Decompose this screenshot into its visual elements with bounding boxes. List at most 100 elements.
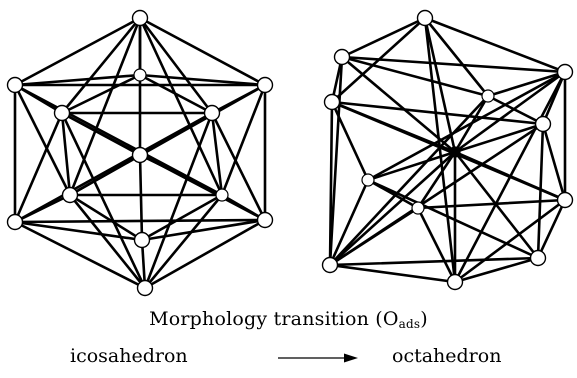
icosahedron-edge [13, 16, 142, 87]
icosahedron-atom [215, 188, 229, 202]
octahedron-edge [366, 178, 540, 260]
icosahedron-edge [140, 218, 267, 242]
icosahedron-atom [6, 76, 24, 94]
octahedron-edge [330, 100, 567, 202]
octahedron-edge [536, 198, 567, 260]
icosahedron-edge [138, 16, 214, 115]
icosahedron-edge [138, 73, 214, 115]
octahedron-atom [534, 115, 552, 133]
icosahedron-edge [60, 111, 142, 157]
icosahedron-edge [138, 16, 224, 197]
caption-suffix: ) [420, 308, 428, 330]
icosahedron-edge [13, 73, 142, 87]
octahedron-edge [340, 16, 427, 59]
icosahedron-edge [13, 83, 72, 197]
icosahedron-atom [133, 68, 147, 82]
octahedron-atom [556, 63, 574, 81]
icosahedron-atom [256, 211, 274, 229]
octahedron-atom [446, 273, 464, 291]
octahedron-atom [556, 191, 574, 209]
icosahedron-edge [220, 83, 267, 197]
octahedron-edge [486, 94, 545, 126]
octahedron-atom [449, 146, 461, 158]
icosahedron-edge [68, 193, 147, 290]
octahedron-edge [453, 70, 567, 284]
octahedron-edge [453, 256, 540, 284]
octahedron-atom [321, 256, 339, 274]
octahedron-edge [416, 150, 457, 210]
icosahedron-atom [256, 76, 274, 94]
octahedron-edge [486, 70, 567, 98]
octahedron-edge [423, 16, 457, 154]
octahedron-edge [328, 100, 334, 267]
icosahedron-edge [143, 111, 214, 290]
icosahedron-atom [6, 213, 24, 231]
icosahedron-atom [203, 104, 221, 122]
icosahedron-atom [131, 146, 149, 164]
octahedron-atom [361, 173, 375, 187]
arrow-right-icon [278, 353, 358, 363]
octahedron-edge [328, 206, 420, 267]
octahedron-atom [323, 93, 341, 111]
icosahedron-edge [68, 193, 144, 242]
octahedron-wireframe [321, 9, 574, 291]
octahedron-edge [366, 70, 567, 182]
icosahedron-wireframe [6, 9, 274, 297]
icosahedron-edge [138, 111, 214, 157]
octahedron-atom [529, 249, 547, 267]
octahedron-edge [453, 198, 567, 284]
icosahedron-edge [68, 16, 142, 197]
octahedron-edge [541, 122, 567, 202]
octahedron-edge [340, 55, 567, 74]
octahedron-edge [423, 16, 567, 74]
octahedron-edge [328, 178, 370, 267]
octahedron-edge [328, 55, 344, 267]
octahedron-edge [330, 100, 370, 182]
octahedron-edge [328, 263, 457, 284]
caption-prefix: Morphology transition (O [149, 308, 399, 330]
octahedron-edge [340, 55, 490, 98]
icosahedron-edge [140, 193, 224, 242]
octahedron-edge [328, 150, 457, 267]
icosahedron-edge [138, 153, 224, 197]
icosahedron-edge [138, 73, 267, 87]
icosahedron-edge [13, 218, 267, 224]
icosahedron-edge [138, 16, 267, 87]
octahedron-atom [481, 89, 495, 103]
icosahedron-atom [61, 186, 79, 204]
octahedron-edge [416, 198, 567, 210]
icosahedron-edge [143, 218, 267, 290]
icosahedron-edge [13, 111, 64, 224]
octahedron-edge [328, 94, 490, 267]
icosahedron-edge [143, 193, 224, 290]
octahedron-edge [453, 70, 567, 154]
icosahedron-edge [210, 111, 224, 197]
label-octahedron: octahedron [392, 345, 502, 367]
icosahedron-atom [136, 279, 154, 297]
icosahedron-edge [68, 153, 142, 197]
octahedron-edge [423, 16, 490, 98]
octahedron-edge [416, 206, 457, 284]
icosahedron-edge [60, 73, 142, 115]
polyhedra-figure [6, 9, 574, 297]
label-icosahedron: icosahedron [70, 345, 188, 367]
octahedron-atom [333, 48, 351, 66]
icosahedron-atom [133, 231, 151, 249]
icosahedron-atom [131, 9, 149, 27]
octahedron-edge [453, 122, 545, 154]
icosahedron-atom [53, 104, 71, 122]
icosahedron-edge [13, 220, 147, 290]
octahedron-edge [328, 256, 540, 267]
figure-caption: Morphology transition (Oads) [0, 308, 577, 331]
caption-subscript: ads [398, 317, 421, 331]
icosahedron-edge [60, 111, 147, 290]
octahedron-edge [330, 100, 545, 126]
icosahedron-edge [138, 153, 144, 242]
octahedron-edge [340, 55, 457, 154]
octahedron-atom [416, 9, 434, 27]
icosahedron-edge [60, 111, 72, 197]
octahedron-edge [366, 150, 457, 182]
icosahedron-edge [210, 111, 267, 222]
octahedron-atom [411, 201, 425, 215]
icosahedron-edge [60, 16, 142, 115]
